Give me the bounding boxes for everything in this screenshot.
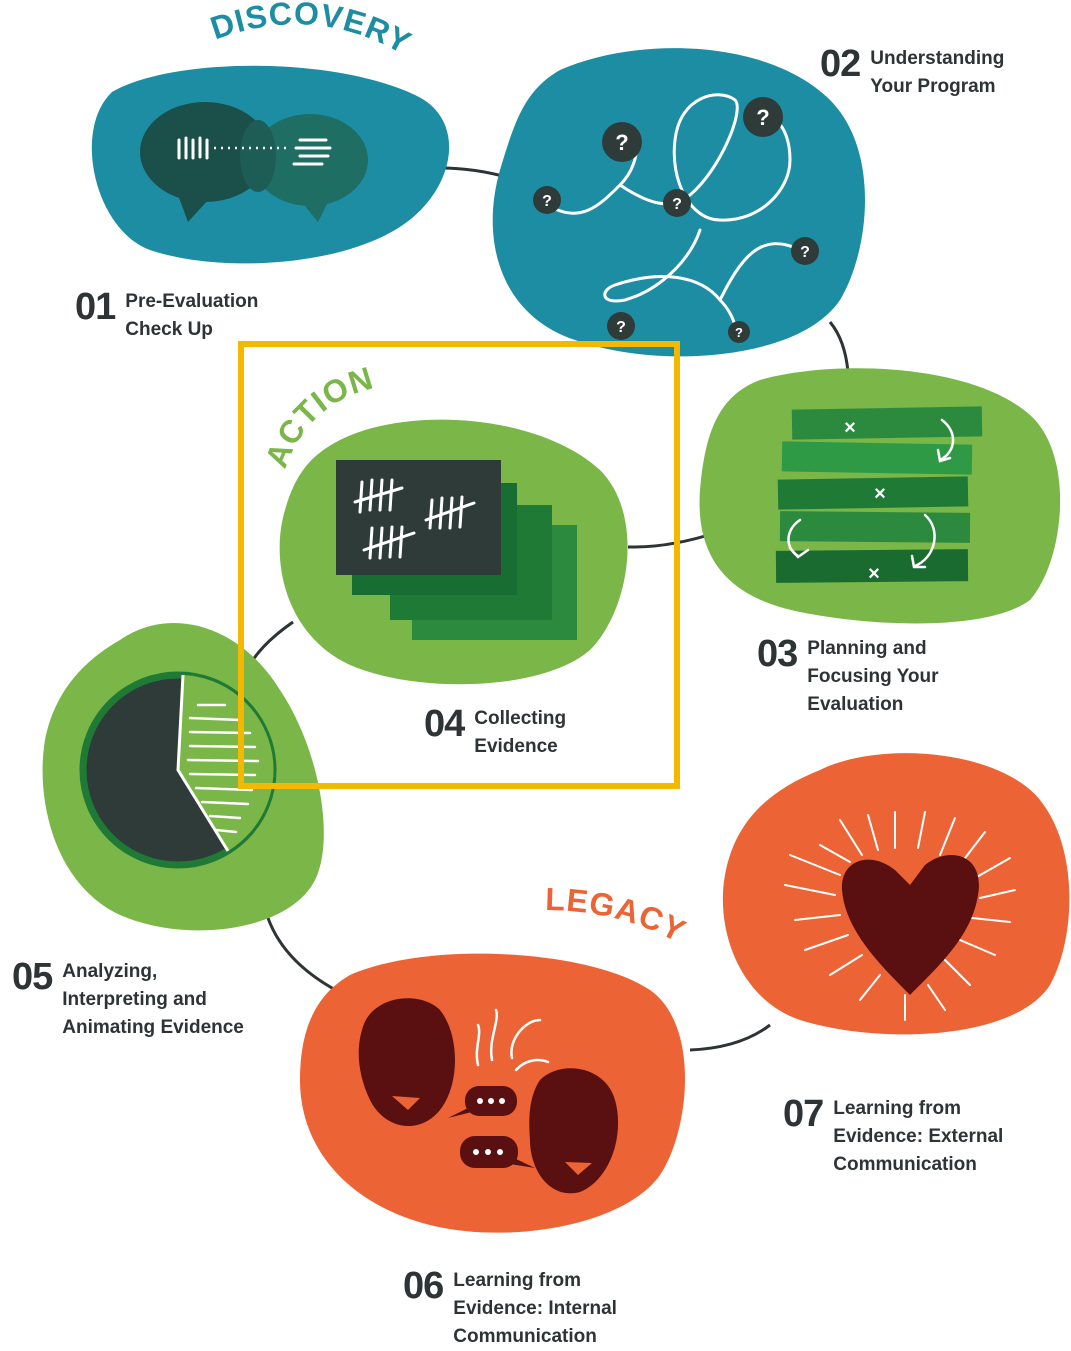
step-02-blob: ? ? ? ? ? ? ? <box>492 48 865 357</box>
question-mark-icon: ? <box>607 312 635 340</box>
step-02-label: 02 Understanding Your Program <box>820 45 1004 101</box>
step-06-blob <box>300 953 685 1233</box>
connector-06-07 <box>689 1023 771 1052</box>
talking-heads-icon <box>358 998 619 1194</box>
step-number: 06 <box>403 1265 444 1307</box>
svg-text:?: ? <box>616 319 626 336</box>
connector-02-03 <box>828 321 850 373</box>
connector-05-06 <box>266 917 346 997</box>
step-01-label: 01 Pre-Evaluation Check Up <box>75 288 258 344</box>
phase-label-legacy: LEGACY <box>545 881 692 949</box>
cross-mark-icon: × <box>844 417 856 439</box>
curved-arrow-icons <box>787 418 955 569</box>
pie-chart-icon <box>79 671 277 869</box>
step-title: Understanding Your Program <box>870 48 1005 97</box>
svg-text:?: ? <box>672 196 682 213</box>
question-mark-icon: ? <box>533 186 561 214</box>
cross-mark-icon: × <box>868 563 880 585</box>
question-mark-icon: ? <box>791 237 819 265</box>
step-03-blob: × × × <box>699 368 1061 624</box>
step-number: 05 <box>12 956 53 998</box>
step-number: 01 <box>75 286 116 328</box>
question-mark-icon: ? <box>743 97 783 137</box>
svg-text:?: ? <box>735 325 743 340</box>
step-number: 07 <box>783 1093 824 1135</box>
question-mark-icon: ? <box>602 122 642 162</box>
step-05-blob <box>42 622 324 931</box>
svg-text:?: ? <box>800 244 810 261</box>
step-07-blob <box>722 753 1070 1035</box>
step-title: Collecting Evidence <box>474 708 567 757</box>
tally-sheets-icon <box>336 460 577 640</box>
step-number: 02 <box>820 43 861 85</box>
radiant-heart-icon <box>784 811 1016 1021</box>
step-04-label: 04 Collecting Evidence <box>424 705 566 761</box>
step-05-label: 05 Analyzing, Interpreting and Animating… <box>12 958 244 1042</box>
step-number: 04 <box>424 703 465 745</box>
step-06-label: 06 Learning from Evidence: Internal Comm… <box>403 1267 617 1351</box>
cross-mark-icon: × <box>874 483 886 505</box>
svg-text:?: ? <box>542 193 552 210</box>
svg-text:?: ? <box>615 130 628 155</box>
speech-bubbles-icon <box>140 102 368 222</box>
question-mark-icon: ? <box>663 189 691 217</box>
svg-text:?: ? <box>756 105 769 130</box>
step-number: 03 <box>757 633 798 675</box>
step-01-blob <box>91 65 450 264</box>
step-04-highlight-box <box>238 341 680 789</box>
question-mark-icon: ? <box>728 321 750 343</box>
step-title: Planning and Focusing Your Evaluation <box>807 638 939 715</box>
phase-label-discovery: DISCOVERY <box>206 0 417 61</box>
step-title: Learning from Evidence: Internal Communi… <box>453 1270 617 1347</box>
step-04-blob <box>279 419 628 685</box>
question-marks: ? ? ? ? ? ? ? <box>533 97 819 343</box>
step-title: Analyzing, Interpreting and Animating Ev… <box>62 961 244 1038</box>
step-07-label: 07 Learning from Evidence: External Comm… <box>783 1095 1003 1179</box>
step-title: Learning from Evidence: External Communi… <box>833 1098 1004 1175</box>
step-title: Pre-Evaluation Check Up <box>125 291 259 340</box>
step-03-label: 03 Planning and Focusing Your Evaluation <box>757 635 939 719</box>
planks-icon: × × × <box>775 406 983 585</box>
